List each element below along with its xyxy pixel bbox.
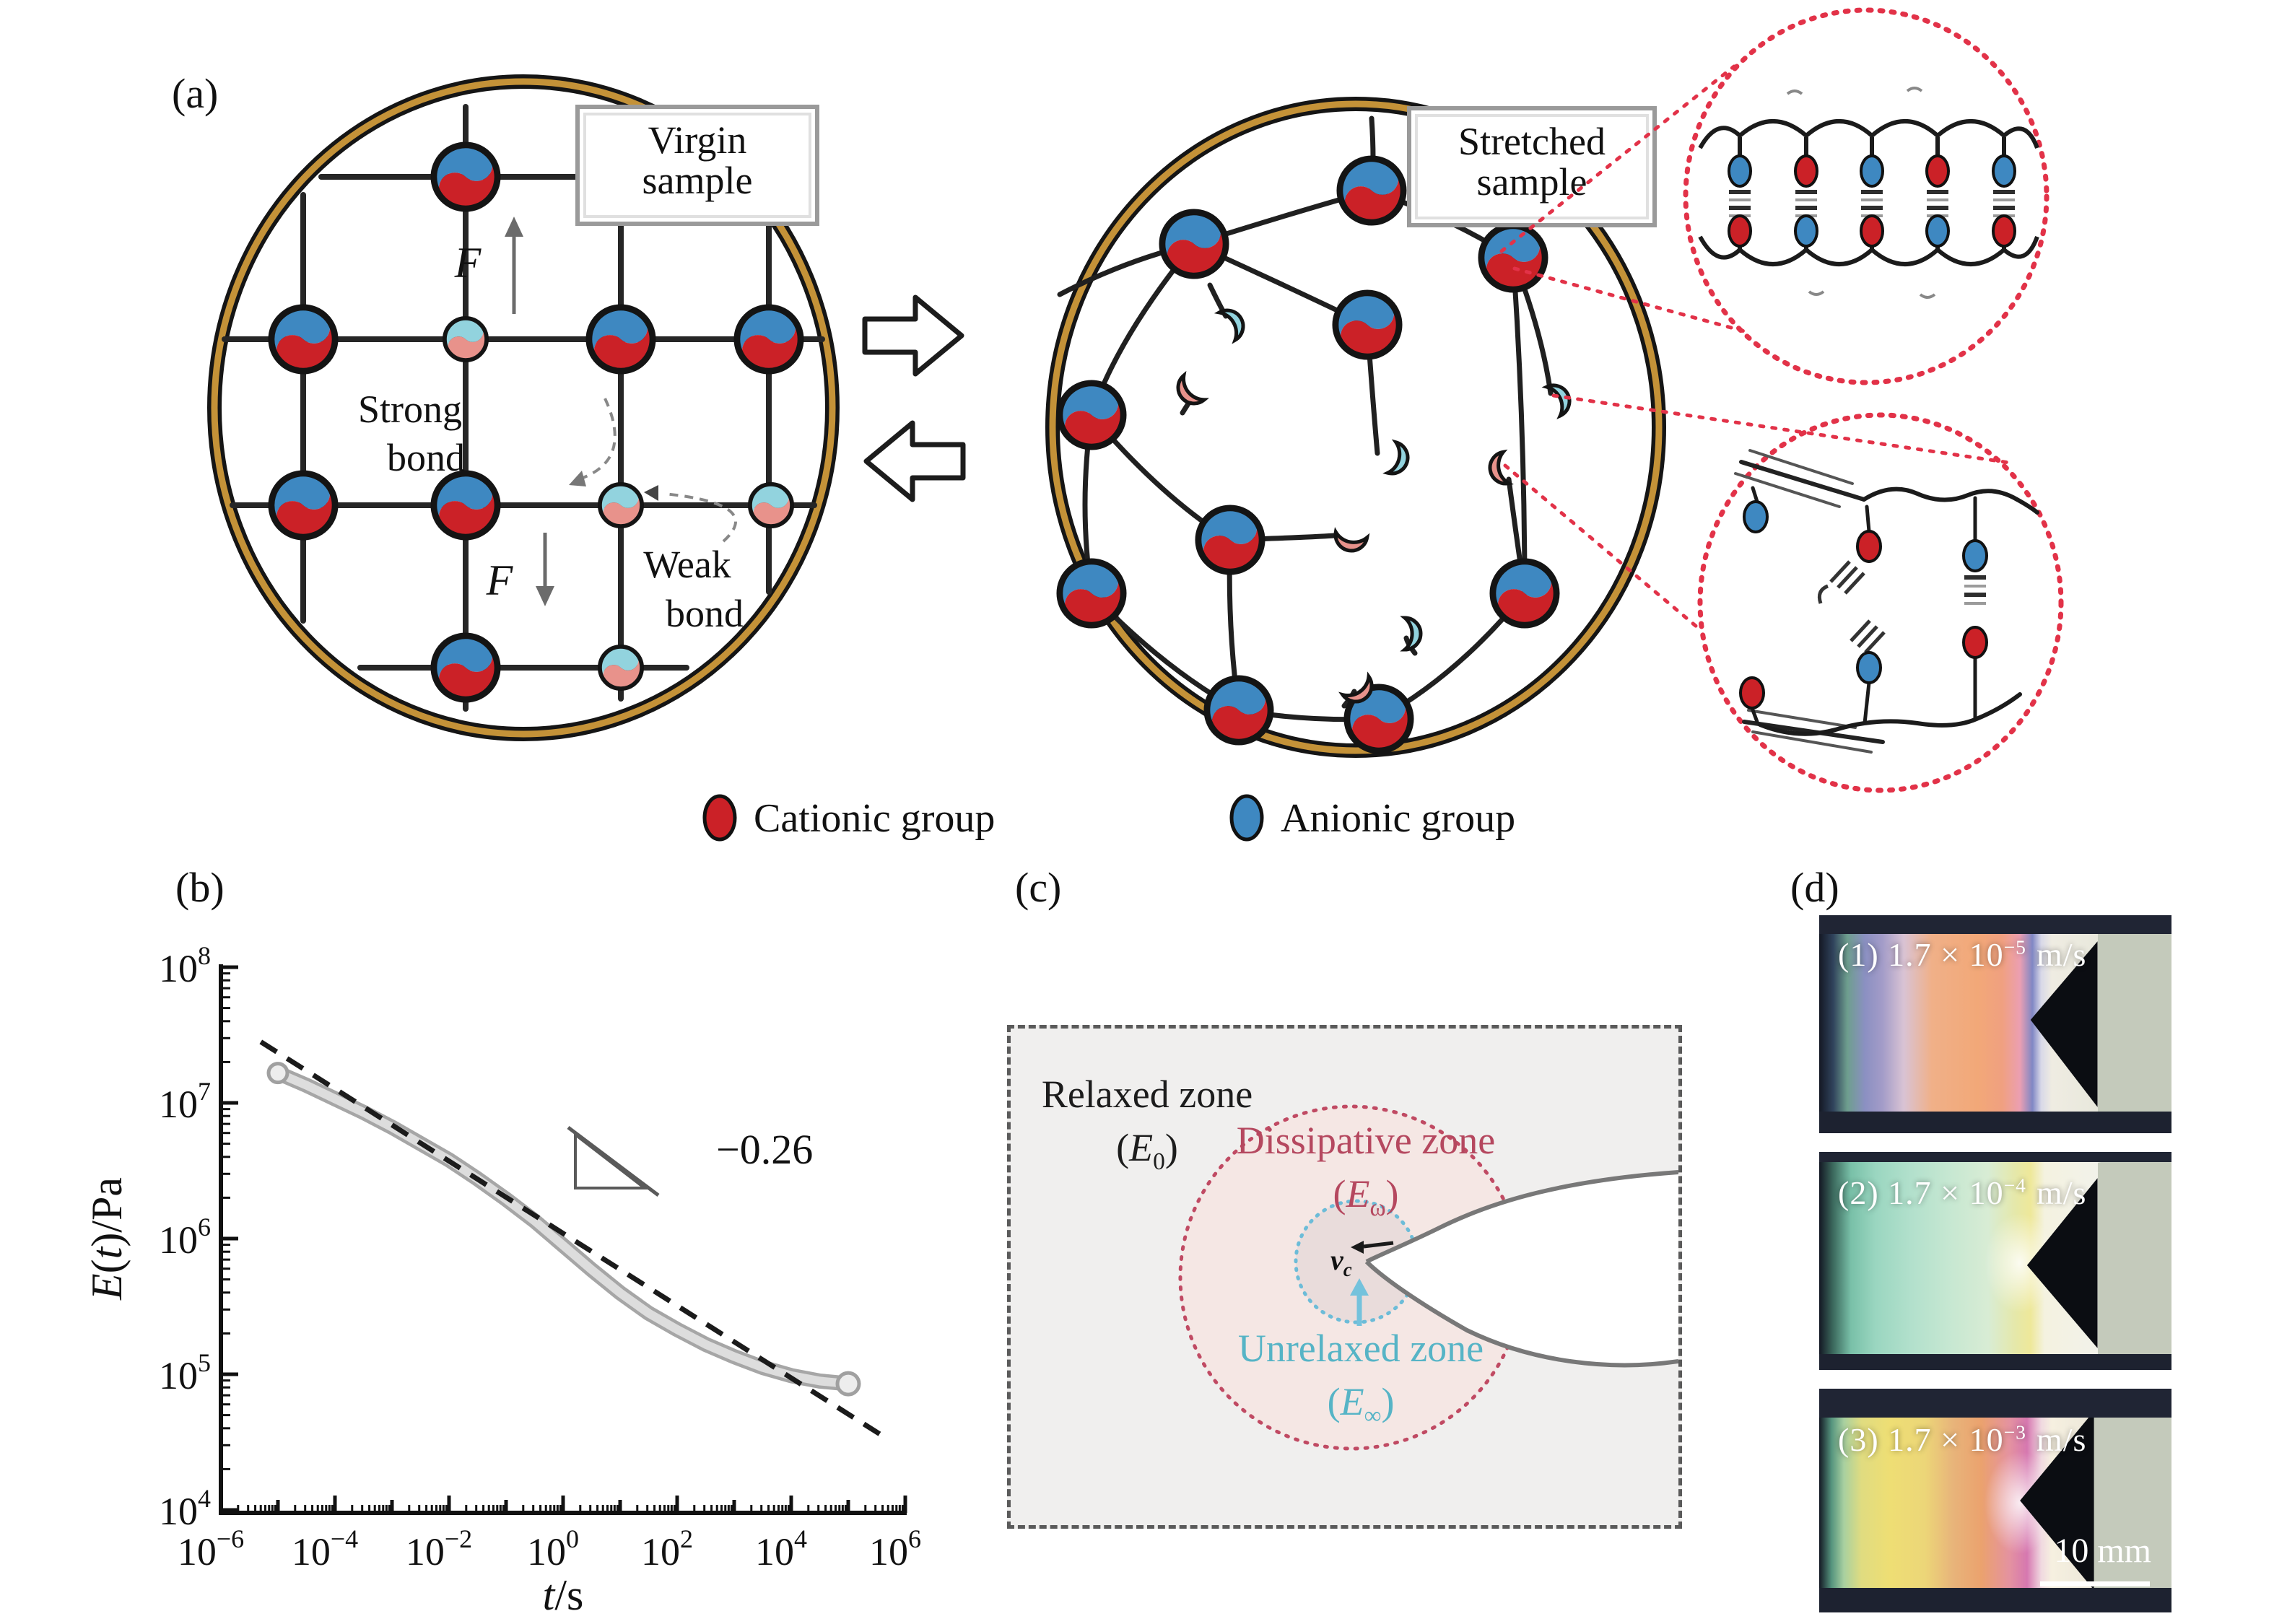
panel-c-label: (c) bbox=[1015, 864, 1062, 911]
broken-chains bbox=[1734, 449, 2039, 754]
unrelaxed-zone-label: Unrelaxed zone (E∞) bbox=[1237, 1327, 1484, 1429]
crack-direction-arrowhead bbox=[1351, 1241, 1364, 1254]
zoom-connector-lines bbox=[1499, 64, 2016, 629]
broken-bond-fragments bbox=[1817, 560, 1886, 654]
dissipative-zone-label: Dissipative zone (Eω) bbox=[1236, 1119, 1496, 1221]
force-label-bottom: F bbox=[486, 556, 514, 604]
strong-bond-label: Strong bbox=[358, 388, 462, 431]
stretched-sample-label-box: Stretched sample bbox=[1407, 106, 1657, 227]
x-tick-label: 10−2 bbox=[406, 1524, 472, 1573]
y-tick-label: 104 bbox=[159, 1484, 211, 1533]
panel-b-label: (b) bbox=[175, 864, 225, 911]
legend-anionic-label: Anionic group bbox=[1281, 796, 1515, 841]
legend: Cationic group Anionic group bbox=[702, 794, 1515, 842]
strong-bond-label: bond bbox=[387, 436, 465, 479]
x-axis-title: t/s bbox=[543, 1571, 584, 1619]
crack-upper-lip bbox=[1365, 1170, 1678, 1264]
crack-direction-arrow-icon bbox=[1363, 1241, 1394, 1249]
anionic-dot-icon bbox=[1229, 794, 1264, 842]
x-tick-label: 106 bbox=[869, 1524, 921, 1573]
photo-top-bar bbox=[1819, 1389, 2171, 1418]
weak-bond-pointer bbox=[663, 492, 737, 543]
stretched-sample-circle bbox=[1045, 97, 1666, 758]
chain-squiggles bbox=[1786, 87, 1936, 299]
scale-bar bbox=[2040, 1581, 2150, 1586]
photo-bottom-bar bbox=[1819, 1354, 2171, 1370]
panel-c-crack-zone-diagram: vc Relaxed zone (E0) Dissipative zone (E… bbox=[1007, 1025, 1682, 1529]
unrelaxed-arrowhead bbox=[1350, 1278, 1369, 1296]
panel-d-label: (d) bbox=[1790, 864, 1839, 911]
photo-top-bar bbox=[1819, 915, 2171, 934]
y-axis-title: E(t)/Pa bbox=[83, 1177, 131, 1301]
x-tick-label: 102 bbox=[641, 1524, 693, 1573]
cationic-dot-icon bbox=[702, 794, 737, 842]
slope-label: −0.26 bbox=[716, 1126, 813, 1173]
ionic-groups bbox=[1728, 154, 2016, 248]
virgin-label-line1: Virgin bbox=[648, 118, 747, 162]
virgin-sample-circle: F F Strong bond Weak bond bbox=[207, 74, 840, 741]
photo-bottom-bar bbox=[1819, 1588, 2171, 1612]
x-tick-label: 10−6 bbox=[178, 1524, 244, 1573]
free-ionic-groups bbox=[1739, 500, 1988, 710]
stretched-label-line1: Stretched bbox=[1458, 120, 1606, 163]
legend-cationic-label: Cationic group bbox=[754, 796, 995, 841]
plot-fit-line bbox=[259, 1039, 881, 1436]
force-up-arrow-icon bbox=[505, 217, 523, 314]
strong-bond-pointer-head bbox=[569, 471, 586, 486]
x-tick-label: 100 bbox=[527, 1524, 579, 1573]
weak-bond-label: bond bbox=[666, 592, 744, 635]
scale-bar-label: 10 mm bbox=[2054, 1532, 2151, 1570]
weak-bond-pointer-head bbox=[644, 485, 658, 501]
weak-bond-label: Weak bbox=[643, 543, 731, 586]
y-tick-label: 105 bbox=[159, 1348, 211, 1397]
x-tick-label: 104 bbox=[755, 1524, 807, 1573]
virgin-sample-label-box: Virgin sample bbox=[575, 105, 819, 226]
y-tick-label: 107 bbox=[159, 1077, 211, 1126]
slope-triangle: −0.26 bbox=[567, 1126, 813, 1197]
zoom-inset-broken-bonds bbox=[1697, 412, 2064, 793]
panel-a-label: (a) bbox=[172, 70, 219, 117]
force-label-top: F bbox=[454, 239, 482, 287]
photo-bottom-bar bbox=[1819, 1112, 2171, 1133]
relaxed-zone-label: Relaxed zone (E0) bbox=[1041, 1073, 1253, 1175]
photo-right-panel bbox=[2097, 926, 2171, 1118]
zoom-inset-intact-bonds bbox=[1683, 7, 2049, 385]
release-arrow-left-icon bbox=[863, 420, 966, 502]
panel-c-graphics: vc bbox=[1178, 1104, 1678, 1451]
y-tick-label: 106 bbox=[159, 1213, 211, 1262]
stretch-arrow-right-icon bbox=[862, 294, 964, 377]
plot-curve-relaxation-modulus bbox=[266, 1062, 861, 1397]
intact-pair-hatch bbox=[1964, 575, 1986, 605]
strong-bond-pointer bbox=[578, 398, 617, 481]
force-down-arrow-icon bbox=[536, 533, 554, 606]
crack-lower-lip bbox=[1364, 1260, 1678, 1368]
photo-right-panel bbox=[2094, 1400, 2171, 1597]
virgin-label-line2: sample bbox=[642, 159, 753, 202]
y-tick-label: 108 bbox=[159, 941, 211, 990]
plot-axes bbox=[219, 964, 907, 1515]
x-tick-label: 10−4 bbox=[292, 1524, 358, 1573]
crack-velocity-label: vc bbox=[1330, 1244, 1352, 1280]
photo-top-bar bbox=[1819, 1152, 2171, 1162]
photo-right-panel bbox=[2097, 1163, 2171, 1355]
